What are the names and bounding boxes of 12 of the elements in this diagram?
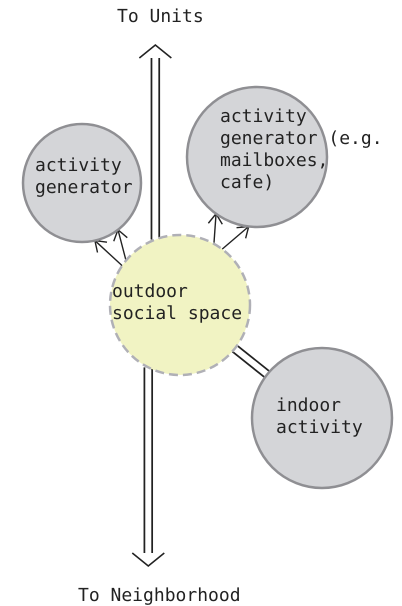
destination-label: To Neighborhood — [78, 585, 241, 606]
double-line-arrow — [131, 367, 166, 567]
arrow — [222, 226, 250, 250]
arrow — [113, 229, 128, 261]
circle-label: outdoor social space — [112, 281, 244, 325]
circle-label: indoor activity — [276, 395, 364, 439]
arrow — [94, 240, 123, 266]
circle-label: activity generator (e.g. mailboxes, cafe) — [220, 106, 384, 194]
destination-label: To Units — [117, 6, 204, 28]
circle-label: activity generator — [35, 155, 134, 199]
arrow — [208, 213, 224, 244]
double-line-arrow — [138, 44, 172, 240]
